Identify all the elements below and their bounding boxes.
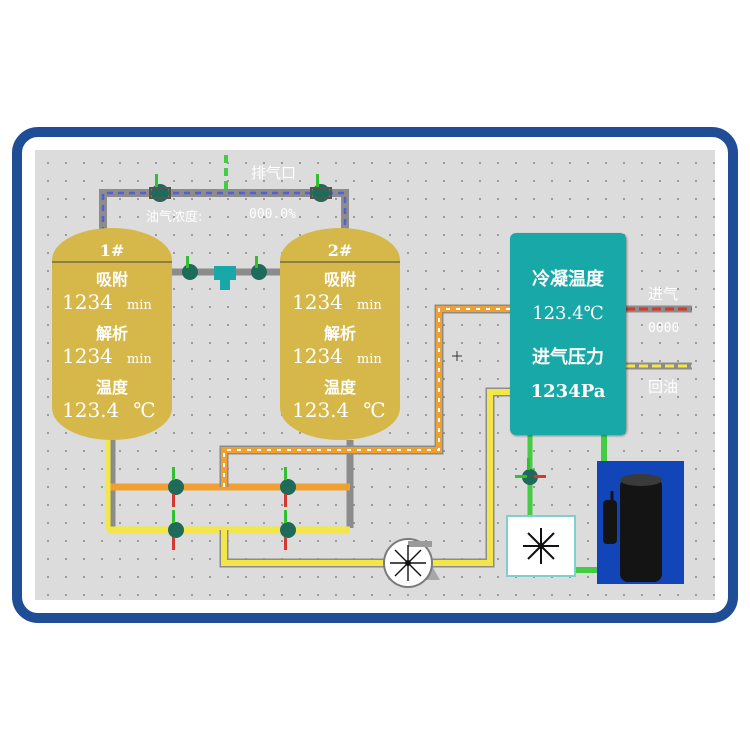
fan-icon[interactable]	[383, 538, 440, 588]
tank-1-temp-row: 123.4 ℃	[62, 398, 156, 422]
exhaust-pipe	[99, 155, 349, 244]
condenser-temp-label: 冷凝温度	[532, 269, 604, 290]
tank-1-desorb-unit: min	[126, 352, 152, 367]
tank-1-adsorb-row: 1234 min	[62, 290, 152, 314]
valve-top-left[interactable]	[149, 174, 171, 202]
tank-2-desorb-row: 1234 min	[292, 344, 382, 368]
tank-2-desorb-unit: min	[356, 352, 382, 367]
valve-orange-left[interactable]	[168, 467, 184, 507]
tank-2-title: 2#	[327, 241, 353, 260]
tank-2-desorb-value: 1234	[292, 344, 343, 368]
tank-1-desorb-row: 1234 min	[62, 344, 152, 368]
cooler-unit[interactable]	[506, 515, 576, 577]
valve-orange-right[interactable]	[280, 467, 296, 507]
tank-1-adsorb-label: 吸附	[95, 270, 128, 289]
valve-yellow-right[interactable]	[280, 510, 296, 550]
yellow-pipe	[105, 387, 510, 568]
tank-2-adsorb-label: 吸附	[323, 270, 356, 289]
tank-1-adsorb-unit: min	[126, 298, 152, 313]
cursor-marker	[452, 351, 462, 361]
tank-2-desorb-label: 解析	[323, 324, 356, 343]
tank-2-adsorb-unit: min	[356, 298, 382, 313]
condenser-panel[interactable]: 冷凝温度 123.4℃ 进气压力 1234Pa	[510, 233, 626, 435]
condenser-temp-value: 123.4℃	[532, 303, 604, 324]
tank-2[interactable]	[280, 228, 400, 440]
compressor-icon[interactable]	[597, 461, 684, 584]
tank-2-temp-value: 123.4	[292, 398, 350, 422]
oil-concentration-label: 油气浓度:	[146, 210, 203, 225]
inlet-pressure-label: 进气压力	[532, 347, 604, 368]
valve-connector-right[interactable]	[251, 256, 267, 280]
tank-2-adsorb-row: 1234 min	[292, 290, 382, 314]
tank-2-temp-unit: ℃	[363, 398, 386, 422]
tank-1-temp-value: 123.4	[62, 398, 120, 422]
tank-2-temp-row: 123.4 ℃	[292, 398, 386, 422]
tank-1-temp-unit: ℃	[133, 398, 156, 422]
valve-top-right[interactable]	[310, 174, 332, 202]
tank-1-adsorb-value: 1234	[62, 290, 113, 314]
tank-1[interactable]	[52, 228, 172, 440]
oil-concentration-value: 000.0%	[249, 207, 296, 222]
inlet-value: 0000	[648, 321, 680, 336]
inlet-label: 进气	[648, 285, 679, 303]
orange-pipe	[108, 304, 510, 491]
valve-connector-left[interactable]	[182, 256, 198, 280]
tank-1-title: 1#	[99, 241, 125, 260]
oil-return-label: 回油	[648, 378, 679, 396]
tank-1-desorb-value: 1234	[62, 344, 113, 368]
tank-1-desorb-label: 解析	[95, 324, 128, 343]
valve-condenser-outlet[interactable]	[515, 458, 546, 485]
inlet-pressure-value: 1234Pa	[530, 381, 606, 402]
tank-2-temp-label: 温度	[323, 378, 356, 397]
tank-2-adsorb-value: 1234	[292, 290, 343, 314]
tank-1-temp-label: 温度	[95, 378, 128, 397]
exhaust-label: 排气口	[251, 164, 297, 182]
valve-yellow-left[interactable]	[168, 510, 184, 550]
